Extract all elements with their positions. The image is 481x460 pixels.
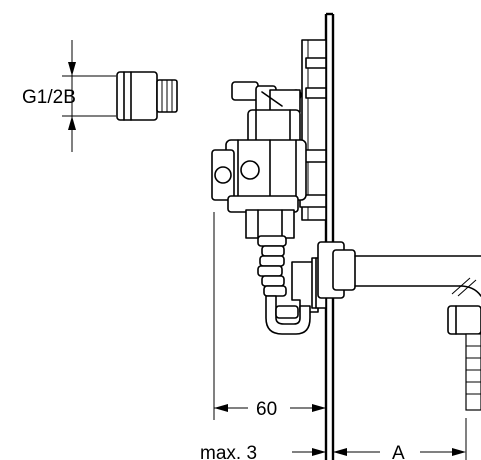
dimension-60 bbox=[213, 212, 326, 420]
dimension-60-label: 60 bbox=[256, 399, 277, 420]
fitting-body bbox=[116, 71, 158, 121]
thread-fitting-detail bbox=[62, 40, 178, 152]
u-trap bbox=[265, 295, 311, 335]
valve-assembly bbox=[211, 81, 327, 335]
thread-label: G1/2B bbox=[22, 87, 76, 108]
hex-nut bbox=[245, 209, 295, 239]
dimension-max3-label: max. 3 bbox=[200, 443, 257, 460]
corrugated-hose bbox=[257, 235, 287, 297]
dimension-a-label: A bbox=[392, 443, 405, 460]
dimension-a bbox=[333, 418, 467, 460]
wall-section bbox=[324, 12, 335, 460]
wall-pipe bbox=[317, 241, 481, 411]
